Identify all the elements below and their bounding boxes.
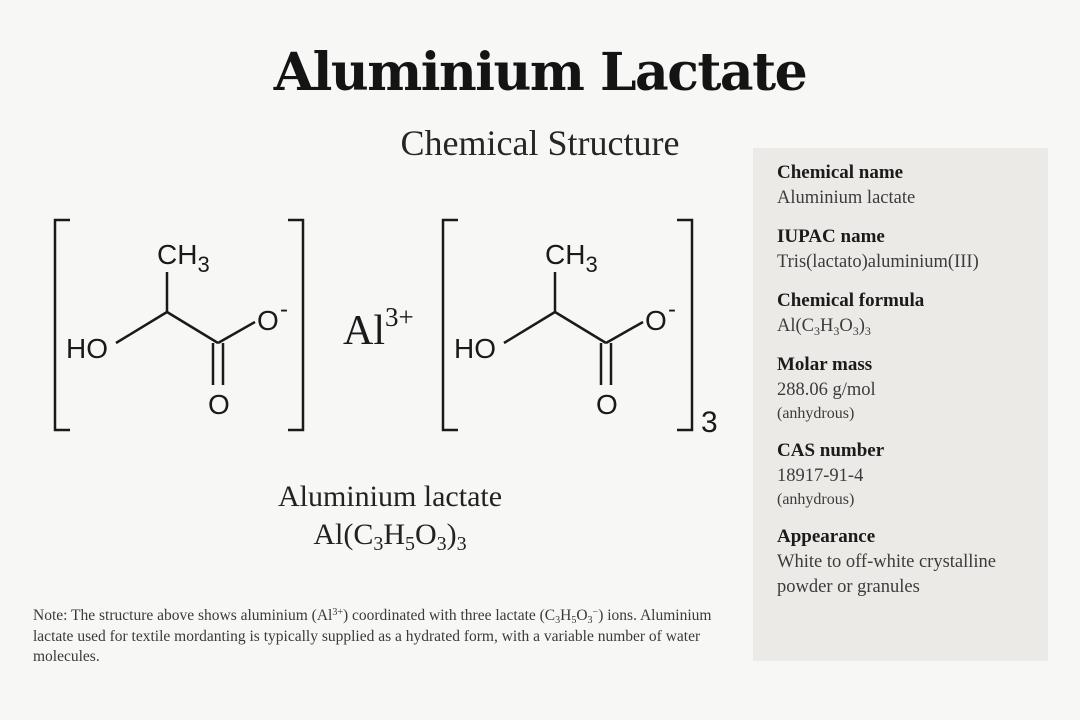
formula-part: O	[415, 518, 437, 551]
property-note: (anhydrous)	[777, 491, 855, 508]
methyl-label: CH3	[545, 239, 598, 277]
formula-subscript: 3	[833, 324, 840, 338]
property-chemical-formula: Chemical formula Al(C3H3O3)3	[777, 288, 1024, 339]
ligand-bonds	[115, 272, 256, 385]
formula-subscript: 3	[814, 324, 820, 338]
note-subscript: 3	[555, 615, 561, 626]
footnote: Note: The structure above shows aluminiu…	[33, 606, 733, 668]
hydroxyl-label: HO	[454, 333, 496, 364]
methyl-subscript: 3	[197, 252, 209, 277]
note-text: Note: The structure above shows aluminiu…	[33, 607, 333, 624]
formula-subscript: 3	[864, 324, 871, 338]
carbonyl-oxygen-label: O	[596, 389, 618, 420]
structure-diagram: CH3 HO O - O Al3+ CH3 HO O - O 3	[53, 218, 718, 439]
carbonyl-oxygen-label: O	[208, 389, 230, 420]
property-cas-number: CAS number 18917-91-4 (anhydrous)	[777, 438, 1024, 511]
note-text: O	[576, 607, 588, 624]
formula-subscript: 3	[852, 324, 859, 338]
aluminium-cation: Al3+	[343, 302, 414, 354]
right-bracket-close	[677, 218, 694, 432]
note-text: ) ions. Aluminium lactate used for texti…	[33, 607, 712, 665]
lactate-ligand-right: CH3 HO O - O	[441, 218, 694, 432]
property-value: White to off-white crystalline powder or…	[777, 552, 997, 597]
property-label: Appearance	[777, 526, 876, 547]
formula-part: Al(C	[313, 518, 374, 551]
carboxylate-oxygen-label: O	[645, 305, 667, 336]
methyl-label: CH3	[157, 239, 210, 277]
aluminium-symbol: Al	[343, 308, 385, 354]
caption-name: Aluminium lactate	[277, 480, 503, 513]
formula-subscript: 3	[436, 533, 447, 555]
left-bracket-open	[53, 218, 70, 432]
property-value: Tris(lactato)aluminium(III)	[777, 252, 979, 272]
note-text: H	[560, 607, 572, 624]
left-bracket-close	[288, 218, 305, 432]
methyl-text: CH	[157, 239, 197, 270]
property-value: 288.06 g/mol	[777, 380, 876, 400]
page-subtitle: Chemical Structure	[400, 123, 680, 163]
formula-subscript: 5	[405, 533, 415, 555]
formula-part: O	[839, 316, 853, 336]
lactate-ligand-left: CH3 HO O - O	[53, 218, 305, 432]
note-superscript: 3+	[332, 607, 343, 618]
property-molar-mass: Molar mass 288.06 g/mol (anhydrous)	[777, 352, 1024, 425]
carboxylate-charge: -	[668, 296, 676, 323]
property-value: Aluminium lactate	[777, 188, 916, 208]
structure-caption: Aluminium lactate Al(C3H5O3)3	[0, 478, 780, 554]
note-superscript: −	[592, 607, 599, 618]
formula-subscript: 3	[456, 533, 467, 555]
formula-part: H	[820, 316, 834, 336]
property-value: Al(C3H3O3)3	[777, 314, 1024, 339]
property-note: (anhydrous)	[777, 405, 855, 422]
property-value: 18917-91-4	[777, 466, 864, 486]
ligand-multiplier: 3	[701, 406, 718, 439]
note-subscript: 5	[571, 615, 577, 626]
methyl-subscript: 3	[585, 252, 597, 277]
carboxylate-charge: -	[280, 296, 288, 323]
carboxylate-oxygen-label: O	[257, 305, 279, 336]
property-iupac-name: IUPAC name Tris(lactato)aluminium(III)	[777, 224, 1024, 275]
formula-part: H	[383, 518, 405, 551]
caption-formula: Al(C3H5O3)3	[0, 516, 780, 554]
formula-part: Al(C	[777, 316, 814, 336]
methyl-text: CH	[545, 239, 585, 270]
note-subscript: 3	[587, 615, 593, 626]
right-bracket-open	[441, 218, 458, 432]
properties-panel: Chemical name Aluminium lactate IUPAC na…	[753, 148, 1048, 661]
property-label: IUPAC name	[777, 226, 885, 247]
aluminium-charge: 3+	[385, 302, 414, 332]
property-label: Molar mass	[777, 354, 873, 375]
formula-part: )	[446, 518, 457, 551]
note-text: ) coordinated with three lactate (C	[342, 607, 556, 624]
property-appearance: Appearance White to off-white crystallin…	[777, 524, 1024, 600]
hydroxyl-label: HO	[66, 333, 108, 364]
ligand-bonds	[503, 272, 644, 385]
property-label: CAS number	[777, 440, 885, 461]
property-label: Chemical name	[777, 162, 904, 183]
property-chemical-name: Chemical name Aluminium lactate	[777, 160, 1024, 211]
formula-part: )	[858, 316, 865, 336]
formula-subscript: 3	[373, 533, 384, 555]
page-title: Aluminium Lactate	[273, 42, 808, 103]
property-label: Chemical formula	[777, 290, 925, 311]
